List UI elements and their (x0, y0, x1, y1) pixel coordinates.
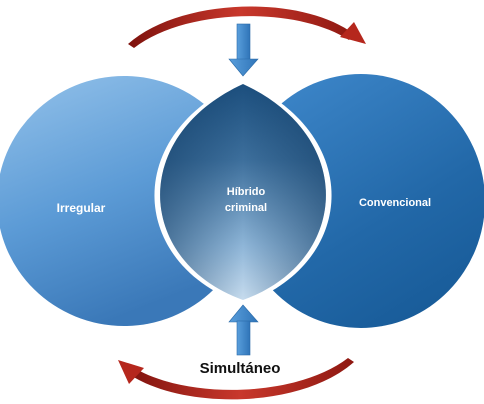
top-curved-arrow-icon (128, 6, 366, 48)
hibrido-label-line2: criminal (225, 202, 267, 214)
irregular-label: Irregular (57, 201, 106, 215)
bottom-curved-arrow-icon (118, 358, 354, 400)
up-arrow-icon (228, 304, 259, 356)
simultaneo-label: Simultáneo (200, 360, 281, 377)
down-arrow-icon (228, 23, 259, 77)
convencional-label: Convencional (359, 197, 431, 209)
hibrido-label-line1: Híbrido (227, 186, 266, 198)
overlap-region (154, 81, 332, 304)
